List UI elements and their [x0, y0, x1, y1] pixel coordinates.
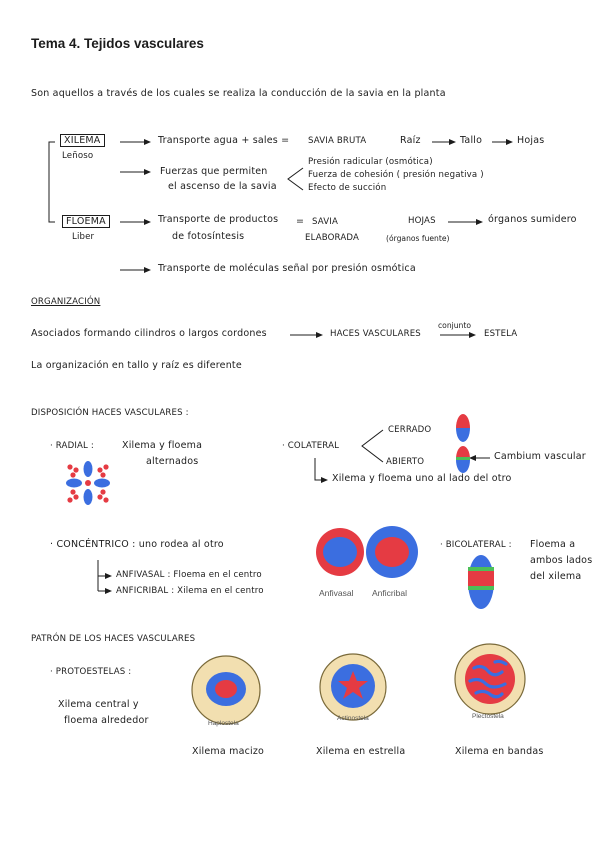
protoestelas-label: · PROTOESTELAS :: [50, 667, 132, 677]
haces-vasculares: HACES VASCULARES: [330, 329, 421, 339]
route-hojas-floema: HOJAS: [408, 216, 436, 226]
organizacion-line-2: La organización en tallo y raíz es difer…: [31, 360, 242, 371]
anficribal-text: ANFICRIBAL : Xilema en el centro: [116, 586, 264, 596]
floema-sublabel: Liber: [72, 232, 95, 242]
intro-text: Son aquellos a través de los cuales se r…: [31, 88, 446, 99]
colateral-cerrado-diagram: [456, 414, 470, 442]
xilema-transport: Transporte agua + sales =: [158, 135, 290, 146]
caption-anficribal: Anficribal: [372, 588, 407, 598]
xilema-sublabel: Leñoso: [62, 151, 94, 161]
haplostela-diagram: [191, 655, 261, 725]
main-bracket: [48, 141, 55, 223]
route-tallo: Tallo: [460, 135, 483, 146]
colateral-branch: [361, 429, 384, 463]
savia-elaborada-1: SAVIA: [312, 217, 338, 227]
cerrado-label: CERRADO: [388, 425, 432, 435]
label-xilema-bandas: Xilema en bandas: [455, 746, 544, 757]
plectostela-diagram: [454, 643, 526, 715]
savia-bruta: SAVIA BRUTA: [308, 136, 367, 146]
label-xilema-macizo: Xilema macizo: [192, 746, 265, 757]
force-item-succion: Efecto de succión: [308, 183, 387, 193]
actinostela-diagram: [319, 653, 387, 721]
label-xilema-estrella: Xilema en estrella: [316, 746, 406, 757]
route-hojas: Hojas: [517, 135, 545, 146]
forces-line-2: el ascenso de la savia: [168, 181, 277, 192]
organos-sumidero: órganos sumidero: [488, 214, 577, 225]
caption-anfivasal: Anfivasal: [319, 588, 354, 598]
organizacion-heading: ORGANIZACIÓN: [31, 297, 101, 307]
bicolateral-label: · BICOLATERAL :: [440, 540, 512, 550]
bicolateral-desc-2: ambos lados: [530, 555, 593, 566]
concentrico-label: · CONCÉNTRICO : uno rodea al otro: [50, 539, 224, 550]
caption-haplostela: Haplostela: [208, 720, 239, 727]
organizacion-line-1: Asociados formando cilindros o largos co…: [31, 328, 267, 339]
forces-brace: [287, 167, 304, 191]
radial-diagram: [66, 461, 110, 505]
bicolateral-desc-1: Floema a: [530, 539, 576, 550]
signal-transport: Transporte de moléculas señal por presió…: [158, 263, 416, 274]
caption-actinostela: Actinostela: [337, 715, 369, 722]
route-raiz: Raíz: [400, 135, 421, 146]
bicolateral-diagram: [468, 555, 494, 609]
floema-equals: =: [296, 216, 305, 227]
floema-transport-1: Transporte de productos: [158, 214, 279, 225]
colateral-note: Xilema y floema uno al lado del otro: [332, 473, 512, 484]
protoestelas-desc-2: floema alrededor: [64, 715, 149, 726]
force-item-presion: Presión radicular (osmótica): [308, 157, 433, 167]
anfivasal-diagram: [316, 528, 364, 576]
patron-heading: PATRÓN DE LOS HACES VASCULARES: [31, 634, 196, 644]
disposicion-heading: DISPOSICIÓN HACES VASCULARES :: [31, 408, 189, 418]
colateral-abierto-diagram: [456, 446, 470, 473]
estela: ESTELA: [484, 329, 518, 339]
cambium-label: Cambium vascular: [494, 451, 586, 462]
caption-plectostela: Plectostela: [472, 713, 504, 720]
floema-label: FLOEMA: [62, 215, 110, 228]
organos-fuente: (órganos fuente): [386, 234, 450, 243]
colateral-label: · COLATERAL: [282, 441, 340, 451]
protoestelas-desc-1: Xilema central y: [58, 699, 139, 710]
bicolateral-desc-3: del xilema: [530, 571, 582, 582]
anficribal-diagram: [366, 526, 418, 578]
floema-transport-2: de fotosíntesis: [172, 231, 245, 242]
force-item-cohesion: Fuerza de cohesión ( presión negativa ): [308, 170, 484, 180]
radial-desc-1: Xilema y floema: [122, 440, 203, 451]
colateral-hook: [314, 458, 328, 483]
page-title: Tema 4. Tejidos vasculares: [31, 36, 204, 51]
savia-elaborada-2: ELABORADA: [305, 233, 359, 243]
radial-label: · RADIAL :: [50, 441, 94, 451]
abierto-label: ABIERTO: [386, 457, 425, 467]
forces-line-1: Fuerzas que permiten: [160, 166, 268, 177]
conjunto-label: conjunto: [438, 321, 471, 330]
xilema-label: XILEMA: [60, 134, 105, 147]
radial-desc-2: alternados: [146, 456, 199, 467]
anfivasal-text: ANFIVASAL : Floema en el centro: [116, 570, 262, 580]
